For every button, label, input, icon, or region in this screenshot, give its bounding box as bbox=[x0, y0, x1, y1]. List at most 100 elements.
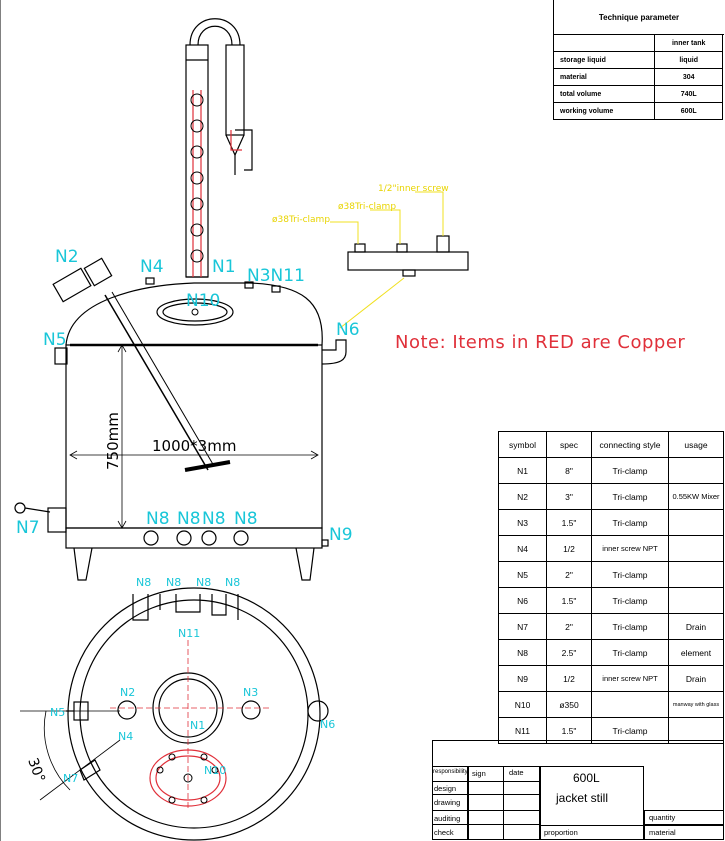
tb-auditing: auditing bbox=[434, 814, 461, 823]
param-header-inner-tank: inner tank bbox=[654, 34, 723, 52]
cell: N7 bbox=[498, 613, 547, 640]
label-n2: N2 bbox=[55, 247, 79, 267]
tb-product-type: jacket still bbox=[556, 791, 609, 805]
cell: 1.5" bbox=[546, 509, 592, 536]
mixer-motor bbox=[52, 267, 92, 303]
cell: Tri-clamp bbox=[591, 483, 669, 510]
condenser-pipe bbox=[225, 44, 245, 136]
table-row: storage liquid liquid bbox=[552, 51, 723, 69]
tb-responsibility: responsibility bbox=[433, 769, 468, 775]
cell: N10 bbox=[498, 691, 547, 718]
manway-n10 bbox=[156, 298, 234, 326]
diameter-dimension: 1000*3mm bbox=[152, 437, 236, 455]
table-row: inner tank bbox=[552, 34, 723, 52]
tb-sign: sign bbox=[472, 769, 486, 778]
label-n7-top: N7 bbox=[63, 772, 78, 785]
cell bbox=[668, 509, 724, 536]
cell: N9 bbox=[498, 665, 547, 692]
callout-inner-screw: 1/2"inner screw bbox=[378, 184, 449, 194]
label-n8-c: N8 bbox=[202, 509, 226, 529]
tb-material: material bbox=[649, 828, 676, 837]
cell: inner screw NPT bbox=[591, 535, 669, 562]
cell: Tri-clamp bbox=[591, 613, 669, 640]
cell: element bbox=[668, 639, 724, 666]
cell: 1.5" bbox=[546, 587, 592, 614]
table-row: working volume 600L bbox=[552, 102, 723, 120]
label-n2-top: N2 bbox=[120, 686, 135, 699]
cell bbox=[668, 535, 724, 562]
param-label: working volume bbox=[552, 102, 656, 120]
table-header-row: symbol spec connecting style usage bbox=[498, 431, 724, 458]
param-value: liquid bbox=[654, 51, 723, 69]
label-n1: N1 bbox=[212, 257, 236, 277]
col-usage: usage bbox=[668, 431, 724, 458]
param-label: storage liquid bbox=[552, 51, 656, 69]
cell: Tri-clamp bbox=[591, 717, 669, 744]
cell: ø350 bbox=[546, 691, 592, 718]
cell: N11 bbox=[498, 717, 547, 744]
callout-clamp-b: ø38Tri-clamp bbox=[338, 202, 396, 212]
cell: Tri-clamp bbox=[591, 587, 669, 614]
label-n7: N7 bbox=[16, 518, 40, 538]
cell: N4 bbox=[498, 535, 547, 562]
label-n1-top: N1 bbox=[190, 719, 205, 732]
agitator-shaft bbox=[104, 294, 209, 471]
cell: 3" bbox=[546, 483, 592, 510]
cell: N1 bbox=[498, 457, 547, 484]
param-table-title: Technique parameter bbox=[553, 0, 724, 35]
top-view-outer bbox=[67, 587, 321, 841]
label-n6: N6 bbox=[336, 320, 360, 340]
label-n6-top: N6 bbox=[320, 718, 335, 731]
cell: 0.55KW Mixer bbox=[668, 483, 724, 510]
label-n8-top-b: N8 bbox=[166, 576, 181, 589]
cell: N2 bbox=[498, 483, 547, 510]
cell: 1/2 bbox=[546, 535, 592, 562]
tb-date: date bbox=[509, 768, 524, 777]
cell: 2" bbox=[546, 613, 592, 640]
cell: Tri-clamp bbox=[591, 639, 669, 666]
tb-product: 600L bbox=[573, 771, 600, 785]
cell bbox=[668, 561, 724, 588]
label-n8-d: N8 bbox=[234, 509, 258, 529]
leg-left bbox=[73, 547, 93, 581]
param-value: 740L bbox=[654, 85, 723, 103]
cell bbox=[668, 717, 724, 744]
label-n10: N10 bbox=[186, 291, 220, 311]
title-block: responsibility sign date design drawing … bbox=[432, 740, 724, 840]
cell: N6 bbox=[498, 587, 547, 614]
cell: Tri-clamp bbox=[591, 509, 669, 536]
param-value: 304 bbox=[654, 68, 723, 86]
cell: manway with glass bbox=[668, 691, 724, 718]
cell: Tri-clamp bbox=[591, 457, 669, 484]
cell: Tri-clamp bbox=[591, 561, 669, 588]
vessel-bottom bbox=[65, 527, 323, 549]
label-n8-top-a: N8 bbox=[136, 576, 151, 589]
cell: 2" bbox=[546, 561, 592, 588]
param-label: total volume bbox=[552, 85, 656, 103]
col-spec: spec bbox=[546, 431, 592, 458]
label-n11-top: N11 bbox=[178, 627, 200, 640]
cell bbox=[591, 691, 669, 718]
cell: 1/2 bbox=[546, 665, 592, 692]
table-row: material 304 bbox=[552, 68, 723, 86]
cell bbox=[668, 457, 724, 484]
label-n8-b: N8 bbox=[177, 509, 201, 529]
param-label: material bbox=[552, 68, 656, 86]
col-symbol: symbol bbox=[498, 431, 547, 458]
label-n8-a: N8 bbox=[146, 509, 170, 529]
label-n4: N4 bbox=[140, 257, 164, 277]
column-u-bend bbox=[189, 18, 241, 46]
label-n3n11: N3N11 bbox=[247, 266, 305, 286]
table-row: total volume 740L bbox=[552, 85, 723, 103]
